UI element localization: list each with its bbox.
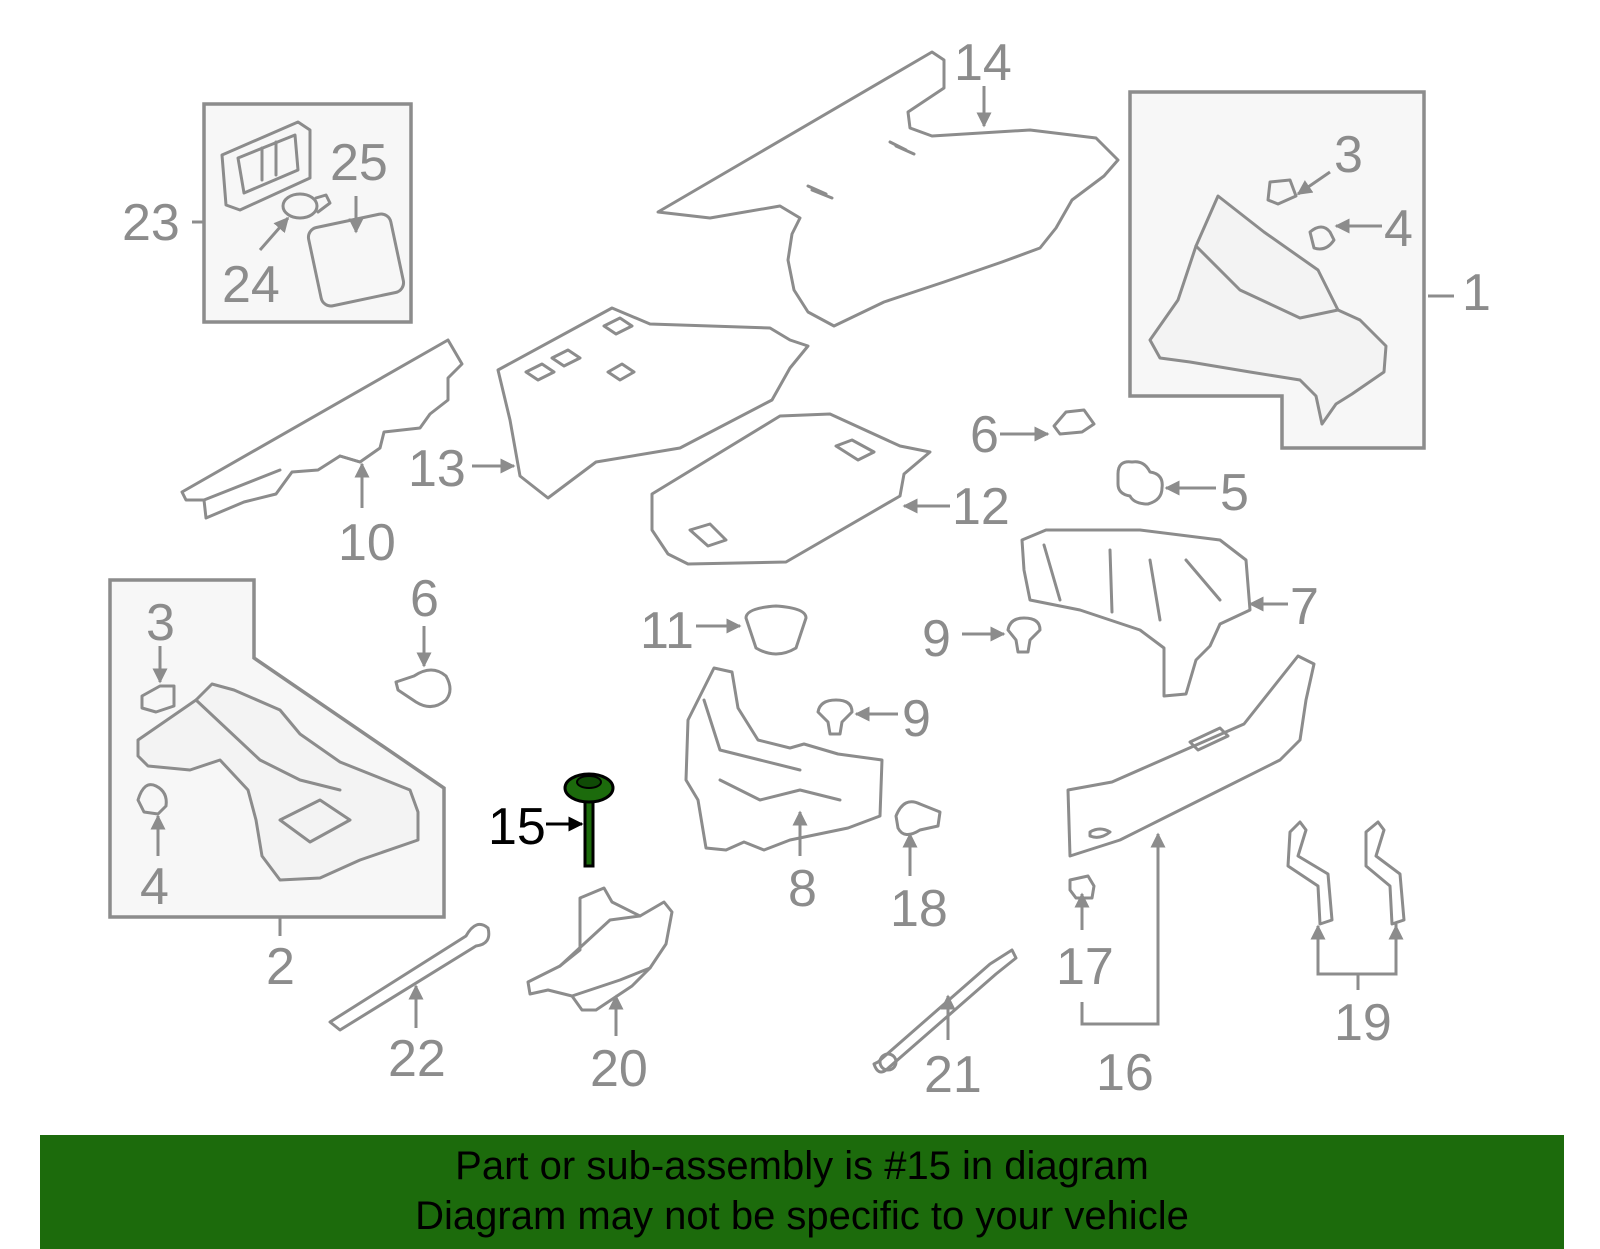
callout-2: 2 — [266, 938, 295, 996]
callout-18: 18 — [890, 880, 948, 938]
callout-5: 5 — [1220, 464, 1249, 522]
wrench-21 — [872, 948, 1018, 1074]
clip-6-top — [1052, 408, 1096, 436]
callout-21: 21 — [924, 1046, 982, 1104]
callout-13: 13 — [408, 440, 466, 498]
storage-box-8 — [684, 666, 884, 852]
callout-7: 7 — [1290, 578, 1319, 636]
bracket-19-left — [1286, 820, 1334, 926]
tool-rod-22 — [328, 922, 491, 1032]
left-trim-box — [108, 578, 446, 919]
callout-17: 17 — [1056, 938, 1114, 996]
clip-9-right — [1006, 616, 1042, 654]
callout-20: 20 — [590, 1040, 648, 1098]
callout-9-mid: 9 — [902, 690, 931, 748]
parts-diagram: 14 3 4 1 23 24 25 13 10 6 5 12 7 11 9 9 … — [108, 34, 1491, 1104]
jack-20 — [526, 886, 674, 1012]
callout-3-top: 3 — [1334, 126, 1363, 184]
banner-line-2: Diagram may not be specific to your vehi… — [415, 1194, 1189, 1238]
callout-4-top: 4 — [1384, 200, 1413, 258]
clip-17 — [1068, 874, 1096, 900]
callout-23: 23 — [122, 194, 180, 252]
callout-9-right: 9 — [922, 610, 951, 668]
info-banner: Part or sub-assembly is #15 in diagram D… — [40, 1135, 1564, 1249]
callout-14: 14 — [954, 34, 1012, 92]
floor-panel — [650, 412, 932, 566]
callout-25: 25 — [330, 134, 388, 192]
banner-line-1: Part or sub-assembly is #15 in diagram — [455, 1144, 1149, 1188]
callout-16: 16 — [1096, 1044, 1154, 1102]
callout-8: 8 — [788, 860, 817, 918]
callout-labels: 14 3 4 1 23 24 25 13 10 6 5 12 7 11 9 9 … — [122, 34, 1491, 1104]
plug-11 — [744, 604, 808, 656]
side-panel-16 — [1066, 654, 1316, 858]
leader-lines — [150, 86, 1454, 1040]
callout-1: 1 — [1462, 264, 1491, 322]
callout-4-left: 4 — [140, 858, 169, 916]
callout-12: 12 — [952, 478, 1010, 536]
clip-18 — [894, 800, 942, 836]
callout-19: 19 — [1334, 994, 1392, 1052]
callout-6-top: 6 — [970, 406, 999, 464]
callout-24: 24 — [222, 256, 280, 314]
floor-board — [496, 306, 810, 500]
clip-6-left — [394, 668, 452, 708]
callout-15-highlighted: 15 — [488, 798, 546, 856]
clip-9-mid — [816, 698, 854, 736]
highlighted-part-15 — [563, 772, 615, 868]
clip-5 — [1116, 460, 1164, 506]
callout-10: 10 — [338, 514, 396, 572]
callout-22: 22 — [388, 1030, 446, 1088]
trunk-floor-mat — [656, 50, 1120, 328]
bracket-19-right — [1364, 820, 1406, 926]
quarter-trim-box — [1128, 90, 1426, 450]
side-cover-7 — [1020, 528, 1252, 698]
callout-3-left: 3 — [146, 594, 175, 652]
callout-11: 11 — [640, 602, 694, 660]
lamp-assembly-box — [202, 102, 413, 324]
callout-6-left: 6 — [410, 570, 439, 628]
